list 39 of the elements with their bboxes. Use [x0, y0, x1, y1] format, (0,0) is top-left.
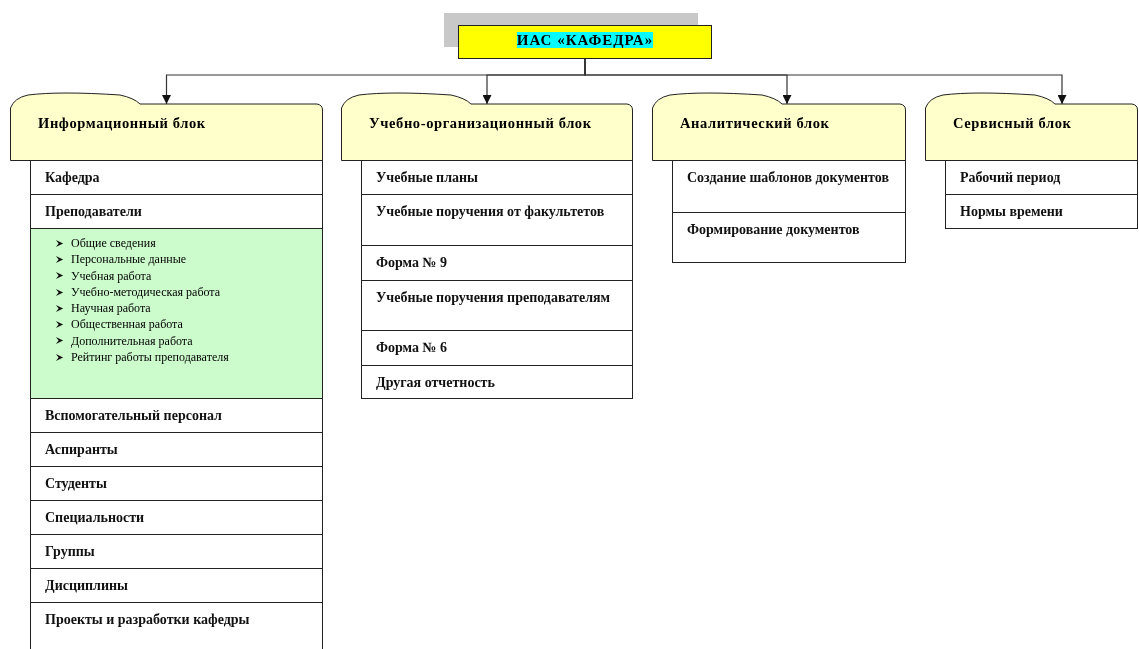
list-item: Студенты — [30, 466, 323, 501]
list-item: Нормы времени — [945, 194, 1138, 229]
list-entry: Общественная работа — [71, 316, 183, 333]
list-item: Проекты и разработки кафедры — [30, 602, 323, 649]
folder-block — [652, 92, 906, 161]
title-box — [458, 25, 712, 59]
list-item: Другая отчетность — [361, 365, 633, 399]
list-item: Рабочий период — [945, 160, 1138, 195]
list-item: Формирование документов — [672, 212, 906, 263]
connector-arrow — [584, 58, 1067, 105]
list-entry: Учебная работа — [71, 267, 152, 284]
folder-block — [10, 92, 323, 161]
list-item: Кафедра — [30, 160, 323, 195]
folder-block — [341, 92, 633, 161]
list-entry: Учебно-методическая работа — [71, 283, 221, 301]
list-item: Аспиранты — [30, 432, 323, 467]
list-item: Создание шаблонов документов — [672, 160, 906, 213]
list-entry: Научная работа — [71, 300, 151, 317]
block-title: Сервисный блок — [953, 114, 1073, 133]
list-item: Преподаватели — [30, 194, 323, 229]
list-item: Специальности — [30, 500, 323, 535]
block-title: Информационный блок — [38, 114, 207, 133]
list-item: Группы — [30, 534, 323, 569]
list-item: Учебные поручения от факультетов — [361, 194, 633, 246]
list-entry: Рейтинг работы преподавателя — [71, 349, 229, 366]
block-title: Учебно-организационный блок — [369, 114, 593, 133]
list-item: Форма № 9 — [361, 245, 633, 281]
sublist-panel — [30, 228, 323, 399]
block-title: Аналитический блок — [680, 114, 831, 133]
list-entry: Персональные данные — [71, 251, 187, 268]
folder-block — [925, 92, 1138, 161]
list-item: Учебные поручения преподавателям — [361, 280, 633, 331]
title-text: ИАС «КАФЕДРА» — [516, 32, 654, 48]
list-item: Дисциплины — [30, 568, 323, 603]
list-entry: Общие сведения — [71, 235, 156, 252]
list-entry: Дополнительная работа — [71, 332, 193, 350]
list-item: Форма № 6 — [361, 330, 633, 366]
list-item: Вспомогательный персонал — [30, 398, 323, 433]
list-item: Учебные планы — [361, 160, 633, 195]
